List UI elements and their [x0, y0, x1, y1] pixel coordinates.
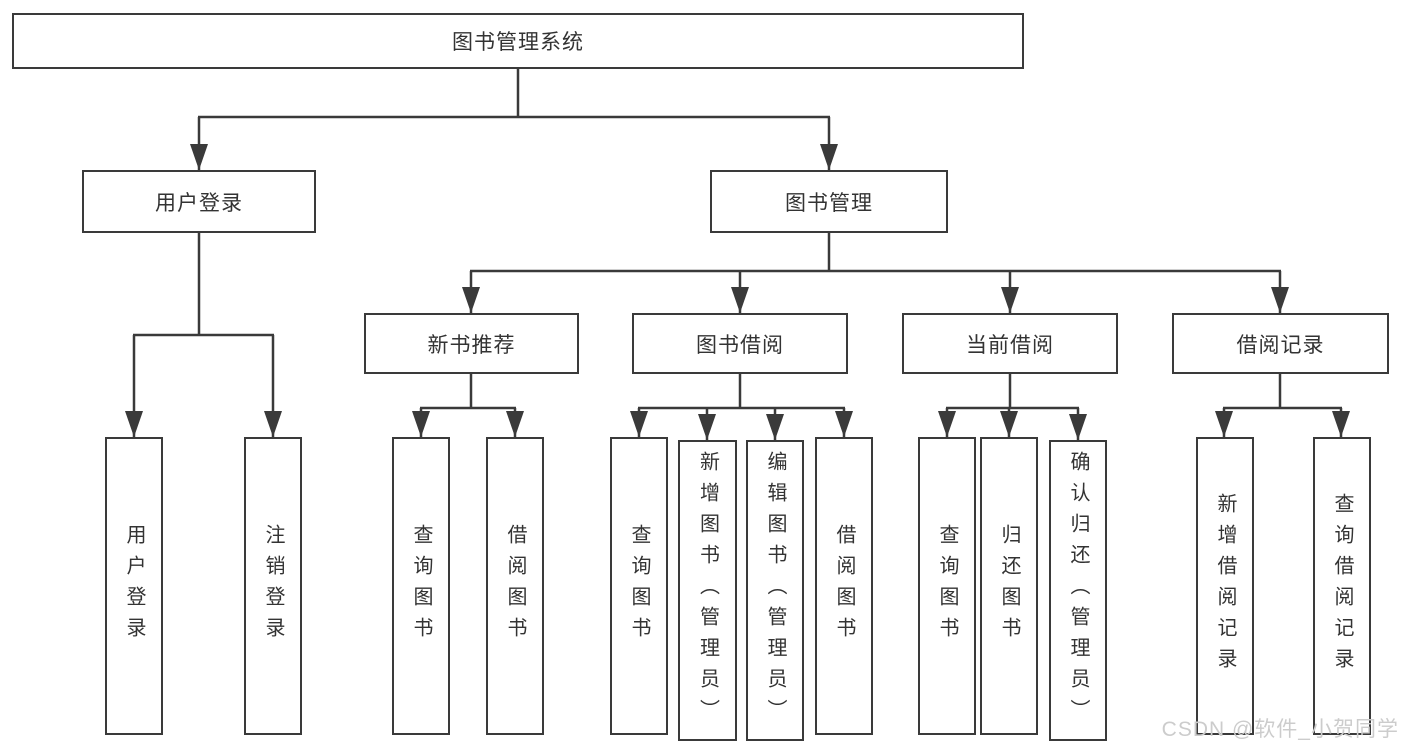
leaf-query-books-current: 查询图书: [918, 437, 976, 735]
leaf-query-books-borrowing-label: 查询图书: [628, 524, 650, 648]
leaf-confirm-return-admin: 确认归还（管理员）: [1049, 440, 1107, 741]
leaf-logout-login-label: 注销登录: [262, 524, 284, 648]
leaf-query-borrow-record: 查询借阅记录: [1313, 437, 1371, 735]
leaf-add-borrow-record: 新增借阅记录: [1196, 437, 1254, 735]
leaf-query-books-current-label: 查询图书: [936, 524, 958, 648]
node-book-management: 图书管理: [710, 170, 948, 233]
leaf-edit-books-admin: 编辑图书（管理员）: [746, 440, 804, 741]
leaf-query-borrow-record-label: 查询借阅记录: [1331, 493, 1353, 679]
leaf-return-books-label: 归还图书: [998, 524, 1020, 648]
node-book-borrowing: 图书借阅: [632, 313, 848, 374]
node-book-borrowing-label: 图书借阅: [696, 333, 784, 357]
node-borrowing-records: 借阅记录: [1172, 313, 1389, 374]
leaf-edit-books-admin-label: 编辑图书（管理员）: [764, 451, 786, 730]
leaf-borrow-books-borrowing-label: 借阅图书: [833, 524, 855, 648]
node-current-borrowing: 当前借阅: [902, 313, 1118, 374]
node-current-borrowing-label: 当前借阅: [966, 333, 1054, 357]
leaf-query-books-recommend-label: 查询图书: [410, 524, 432, 648]
leaf-query-books-borrowing: 查询图书: [610, 437, 668, 735]
node-library-system-label: 图书管理系统: [452, 31, 584, 54]
node-new-book-recommend: 新书推荐: [364, 313, 579, 374]
leaf-add-borrow-record-label: 新增借阅记录: [1214, 493, 1236, 679]
leaf-borrow-books-borrowing: 借阅图书: [815, 437, 873, 735]
csdn-watermark: CSDN @软件_小贺同学: [1161, 718, 1399, 741]
leaf-add-books-admin-label: 新增图书（管理员）: [696, 451, 719, 730]
node-new-book-recommend-label: 新书推荐: [427, 333, 516, 357]
leaf-user-login-label: 用户登录: [123, 524, 145, 648]
leaf-borrow-books-recommend-label: 借阅图书: [504, 524, 526, 648]
leaf-return-books: 归还图书: [980, 437, 1038, 735]
leaf-add-books-admin: 新增图书（管理员）: [678, 440, 737, 741]
leaf-query-books-recommend: 查询图书: [392, 437, 450, 735]
node-library-system: 图书管理系统: [12, 13, 1024, 69]
leaf-borrow-books-recommend: 借阅图书: [486, 437, 544, 735]
node-borrowing-records-label: 借阅记录: [1236, 333, 1325, 357]
node-user-login-label: 用户登录: [155, 191, 243, 215]
leaf-logout-login: 注销登录: [244, 437, 302, 735]
leaf-confirm-return-admin-label: 确认归还（管理员）: [1067, 451, 1089, 730]
leaf-user-login: 用户登录: [105, 437, 163, 735]
node-user-login: 用户登录: [82, 170, 316, 233]
node-book-management-label: 图书管理: [785, 191, 873, 215]
